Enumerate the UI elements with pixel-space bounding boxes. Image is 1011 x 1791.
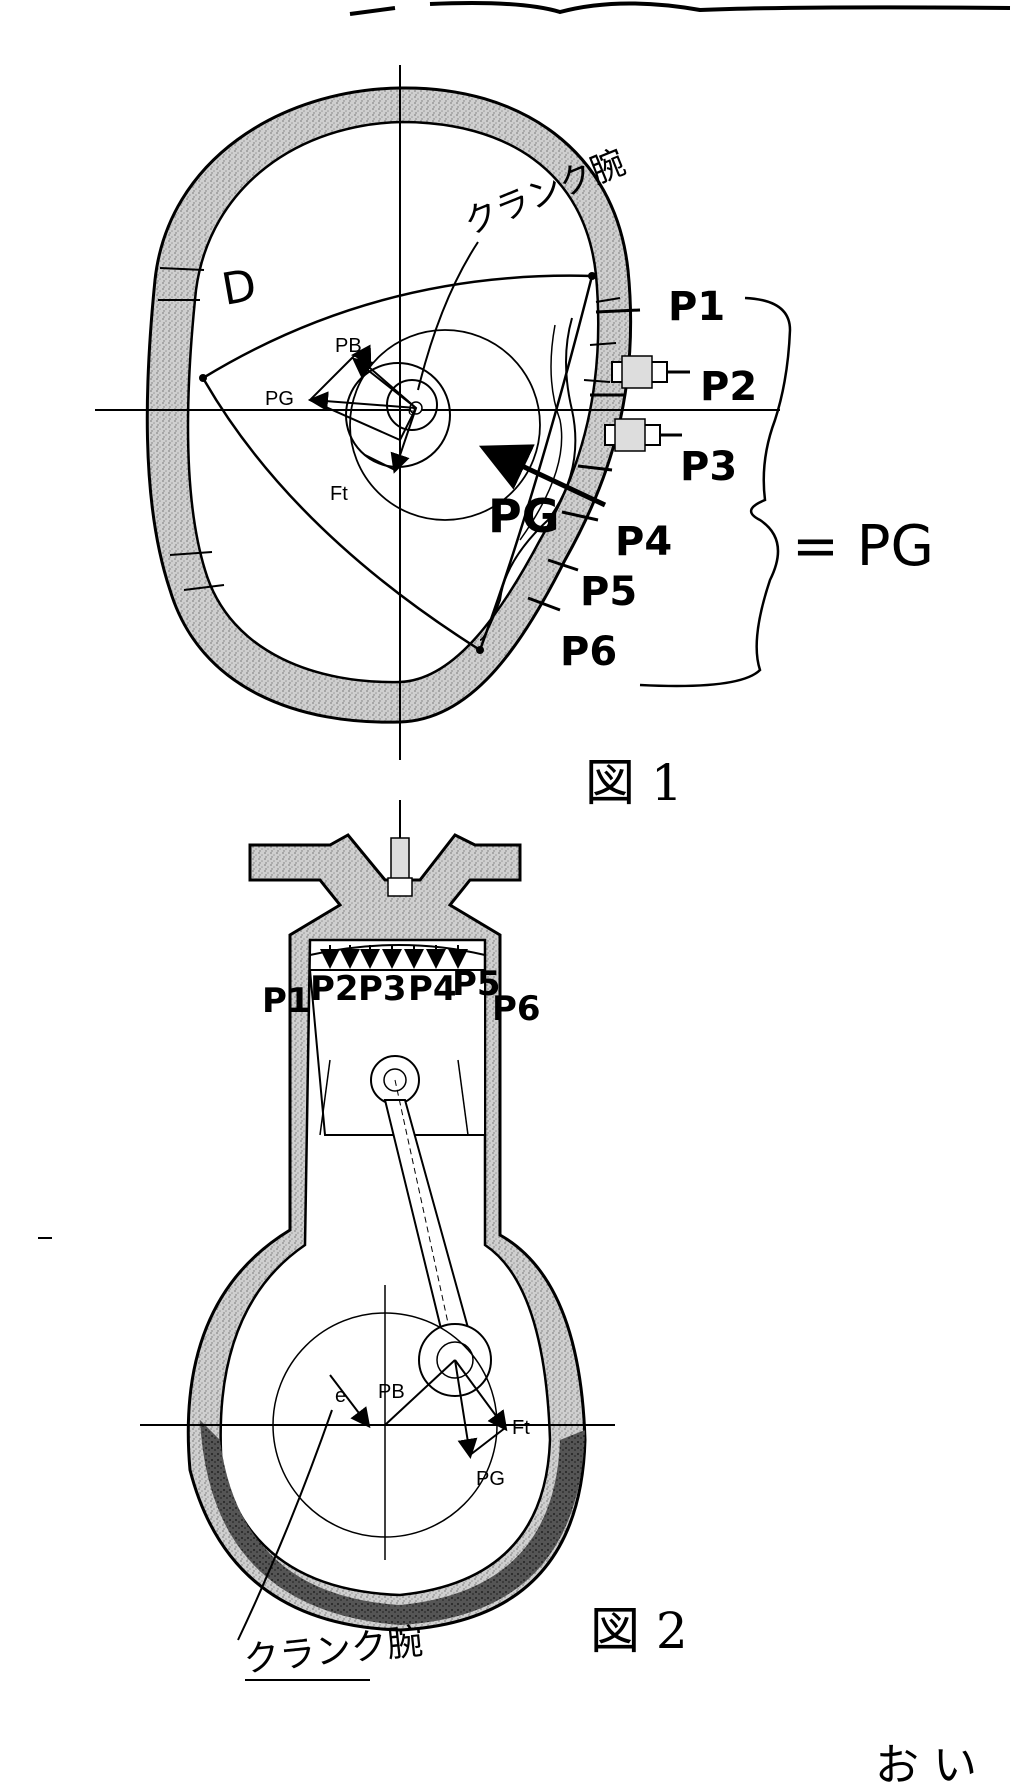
- pressure-label-p1: P1: [668, 284, 725, 330]
- chamber-pressure-arrows: [527, 308, 641, 612]
- fig2-pressure-p3: P3: [358, 969, 407, 1009]
- fig2-pressure-p1: P1: [262, 981, 311, 1021]
- fig2-force-vectors: [329, 1359, 508, 1459]
- fig2-pg-label: PG: [476, 1468, 505, 1490]
- pressure-label-p6: P6: [560, 629, 617, 675]
- fig2-crank-arm-leader: [237, 1409, 333, 1641]
- fig2-e-label: e: [335, 1385, 346, 1407]
- figure-2-caption: 図 2: [590, 1602, 688, 1660]
- fig1-pg-label: PG: [265, 388, 294, 410]
- fig1-ft-label: Ft: [330, 483, 348, 505]
- figure-1-caption: 図 1: [585, 754, 683, 812]
- piston-skirt-right: [457, 1059, 469, 1136]
- piston-skirt-left: [319, 1059, 331, 1136]
- rotor-apex-2: [588, 272, 596, 280]
- fig2-crank-arm-label: クランク腕: [242, 1621, 425, 1681]
- connecting-rod-center: [394, 1079, 456, 1356]
- spark-plug-lower: [604, 418, 682, 452]
- rotor-gear-circle: [349, 329, 541, 521]
- fig2-pressure-p4: P4: [408, 969, 457, 1009]
- fig2-pressure-p6: P6: [492, 989, 541, 1029]
- rotor-apex-3: [476, 646, 484, 654]
- fig2-pb-label: PB: [378, 1381, 405, 1403]
- figure-1-rotary-engine: D クランク腕 PB PG e Ft PG P1 P2 P3 P4 P5 P6 …: [95, 65, 934, 812]
- pressure-brace: [639, 296, 792, 688]
- fig2-pressure-arrows: [320, 945, 468, 969]
- footer-handwritten-mark: お い: [875, 1740, 977, 1791]
- pressure-label-p5: P5: [580, 569, 637, 615]
- pg-big-arrow: [478, 444, 607, 508]
- figure-2-reciprocating-engine: P1 P2 P3 P4 P5 P6 e PB Ft PG クランク腕 図 2: [140, 800, 688, 1681]
- fig1-pg-big-label: PG: [488, 489, 559, 543]
- chamber-outline-scribble: [479, 317, 577, 641]
- crank-arm-leader: [417, 241, 479, 391]
- fig2-pressure-p2: P2: [310, 969, 359, 1009]
- fig2-spark-plug: [387, 800, 413, 897]
- pressure-label-p3: P3: [680, 444, 737, 490]
- pressure-label-p2: P2: [700, 364, 757, 410]
- pressure-label-p4: P4: [615, 519, 672, 565]
- fig1-e-label: e: [408, 402, 416, 418]
- rotor-apex-1: [199, 374, 207, 382]
- fig2-ft-label: Ft: [512, 1417, 530, 1439]
- piston: [308, 969, 486, 1136]
- housing-slots: [158, 267, 621, 591]
- top-edge-scribble: [349, 1, 1011, 16]
- equals-pg-label: = PG: [792, 514, 934, 579]
- spark-plug-upper: [611, 355, 690, 389]
- chamber-outline-scribble-2: [519, 324, 563, 541]
- fig1-force-vectors: [308, 355, 418, 474]
- fig1-pb-label: PB: [335, 335, 362, 357]
- fig2-pressure-p5: P5: [452, 964, 501, 1004]
